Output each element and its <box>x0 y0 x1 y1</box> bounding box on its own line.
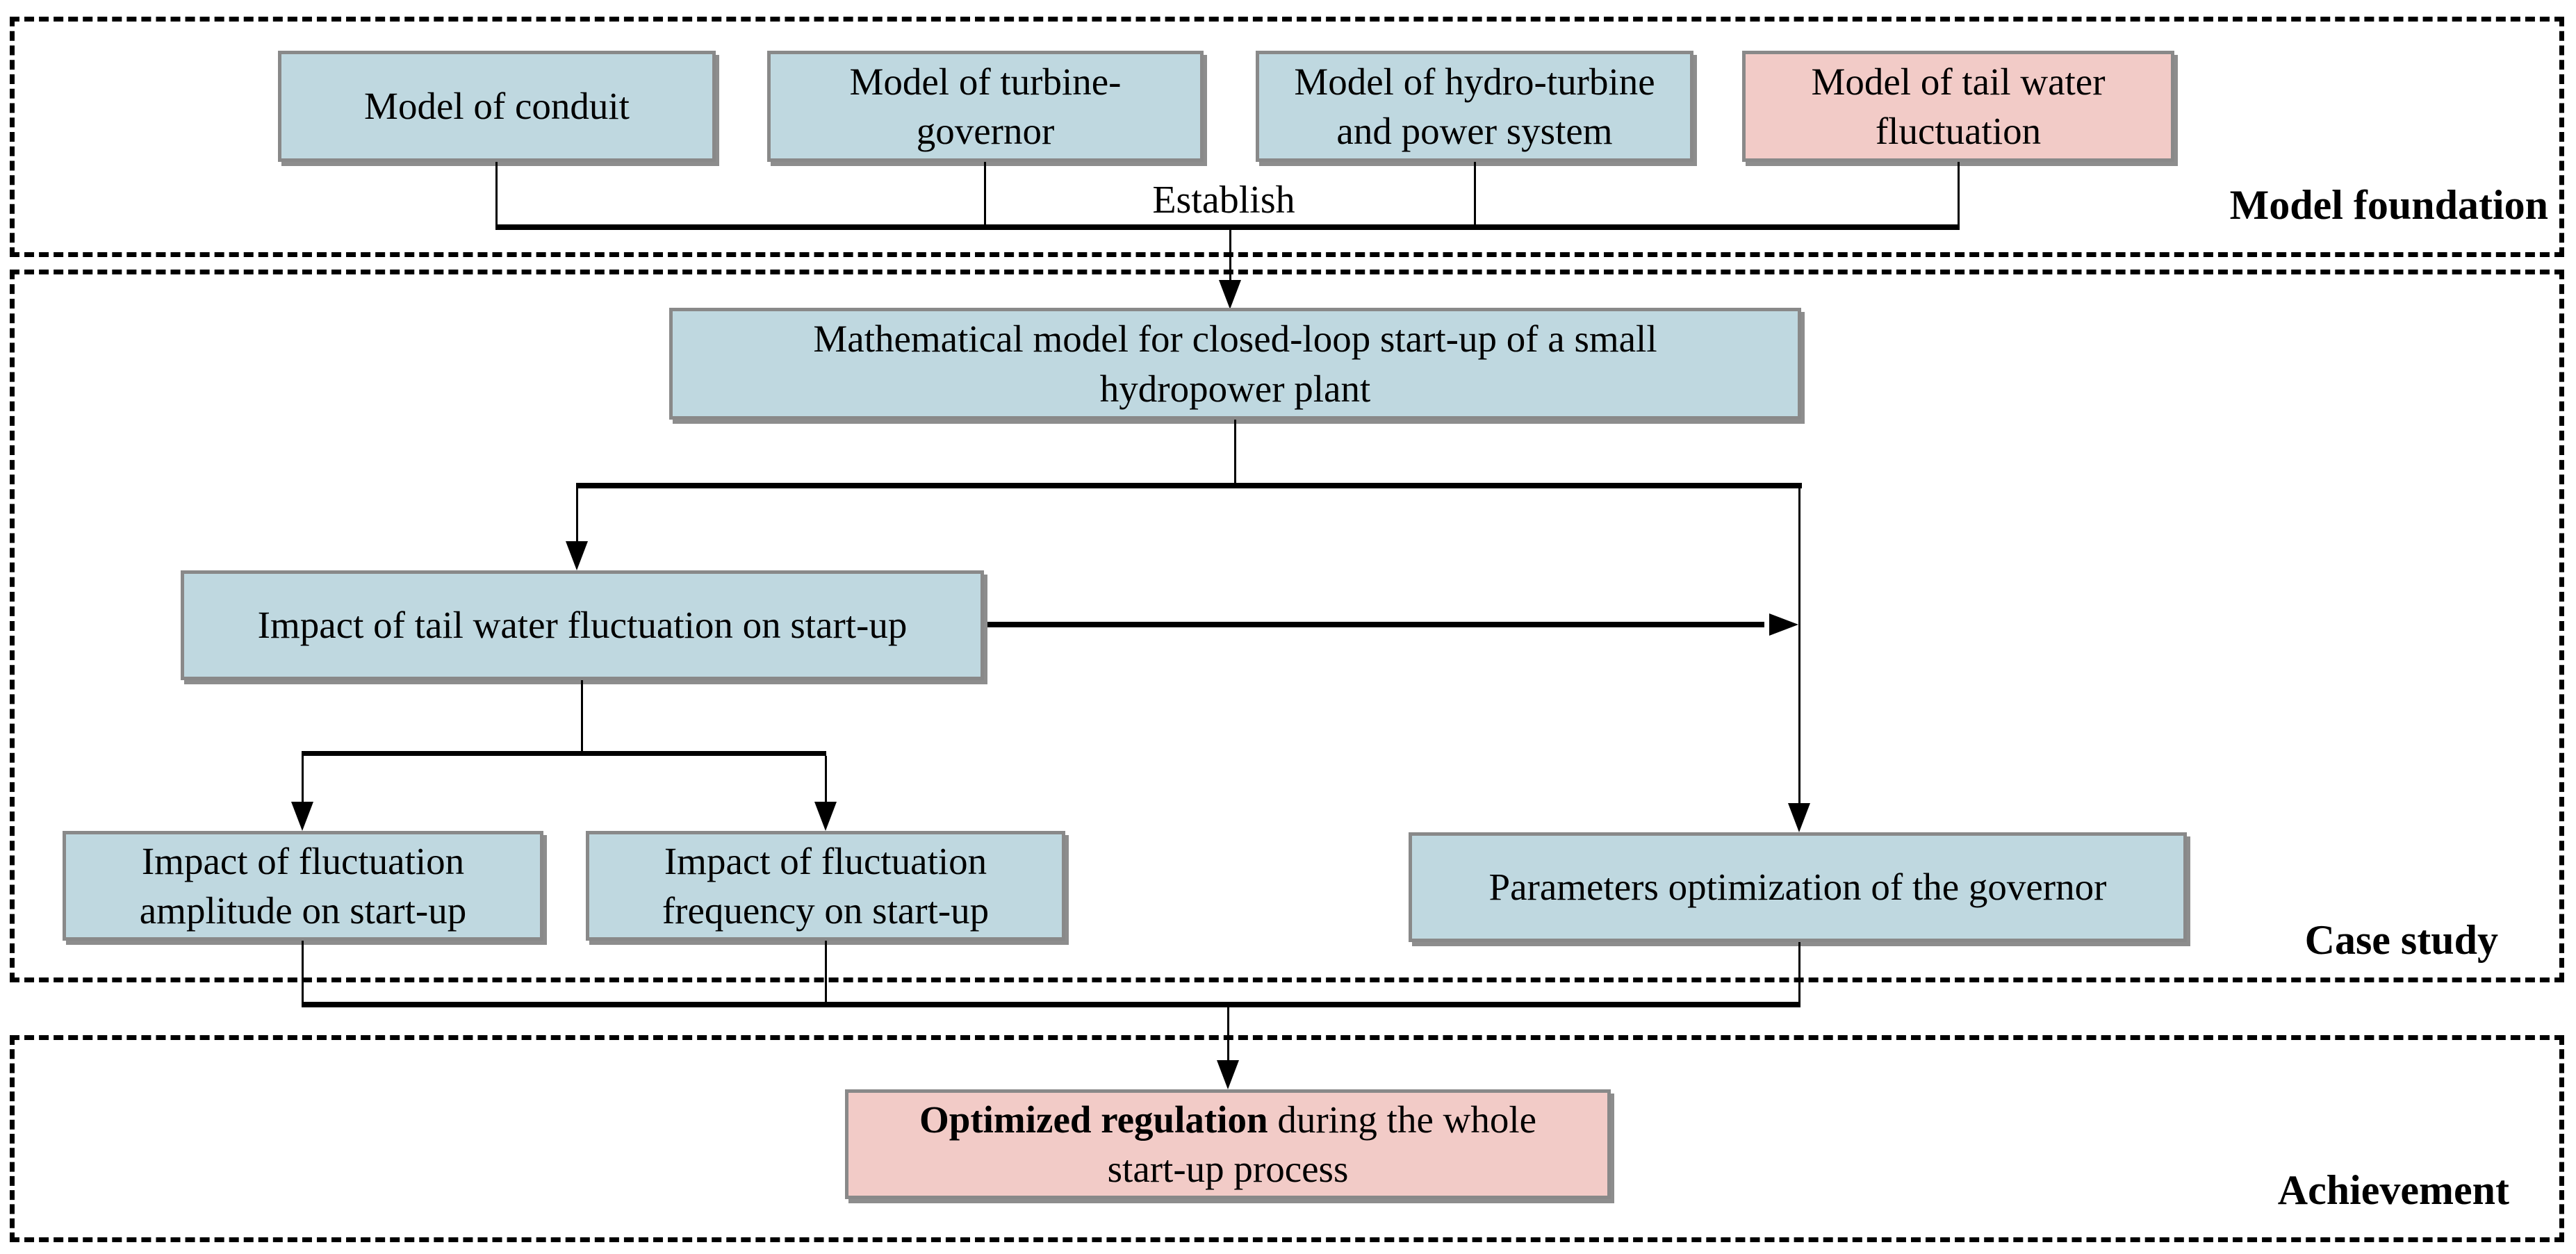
node-model-of-turbine-governor: Model of turbine- governor <box>767 51 1204 162</box>
node-label: Model of tail water fluctuation <box>1811 60 2106 153</box>
node-label: Impact of fluctuation amplitude on start… <box>139 839 467 932</box>
connector-conduit-down <box>495 162 498 225</box>
connector-split-bus <box>302 751 826 756</box>
node-label: Model of conduit <box>364 85 630 128</box>
node-optimized-regulation: Optimized regulation during the whole st… <box>845 1089 1611 1199</box>
connector-math-model-down <box>1234 420 1236 485</box>
connector-turbine-governor-down <box>984 162 986 225</box>
node-label-rest: during the whole start-up process <box>1107 1098 1537 1191</box>
connector-tail-water-down <box>1958 162 1960 225</box>
connector-establish-drop <box>1229 230 1231 281</box>
connector-convergence-bus <box>302 1002 1800 1007</box>
node-label: Model of hydro-turbine and power system <box>1294 60 1655 153</box>
node-label-bold: Optimized regulation <box>919 1098 1268 1141</box>
connector-impact-to-governor <box>987 622 1764 627</box>
node-model-of-tail-water-fluctuation: Model of tail water fluctuation <box>1742 51 2174 162</box>
node-mathematical-model: Mathematical model for closed-loop start… <box>669 308 1801 420</box>
section-achievement <box>10 1035 2564 1242</box>
edge-label-establish: Establish <box>1152 179 1295 222</box>
section-model-foundation <box>10 17 2564 257</box>
node-impact-frequency: Impact of fluctuation frequency on start… <box>586 831 1065 941</box>
connector-amplitude-out <box>302 941 304 1005</box>
node-label: Optimized regulation during the whole st… <box>919 1095 1536 1194</box>
node-impact-amplitude: Impact of fluctuation amplitude on start… <box>63 831 543 941</box>
node-label: Mathematical model for closed-loop start… <box>813 317 1657 410</box>
connector-establish-bus <box>495 224 1960 230</box>
node-model-of-hydro-turbine: Model of hydro-turbine and power system <box>1256 51 1693 162</box>
connector-branch-bus <box>576 483 1802 488</box>
node-label: Parameters optimization of the governor <box>1488 866 2107 909</box>
section-case-study <box>10 270 2564 982</box>
section-label-case-study: Case study <box>2304 917 2498 963</box>
connector-frequency-out <box>825 941 827 1005</box>
connector-final-drop <box>1227 1007 1229 1060</box>
node-impact-tail-water: Impact of tail water fluctuation on star… <box>181 570 984 680</box>
section-label-model-foundation: Model foundation <box>2229 182 2548 228</box>
connector-hydro-turbine-down <box>1474 162 1476 225</box>
connector-frequency-in <box>825 756 827 802</box>
node-model-of-conduit: Model of conduit <box>278 51 716 162</box>
connector-branch-left-down <box>576 488 578 541</box>
connector-impact-tail-down <box>581 680 583 752</box>
section-label-achievement: Achievement <box>2277 1167 2509 1213</box>
connector-branch-right-down <box>1798 488 1800 803</box>
connector-amplitude-in <box>302 756 304 802</box>
node-label: Impact of fluctuation frequency on start… <box>662 839 990 932</box>
node-label: Impact of tail water fluctuation on star… <box>257 604 908 647</box>
connector-parameters-out <box>1798 942 1800 1005</box>
node-label: Model of turbine- governor <box>849 60 1122 153</box>
node-parameters-optimization: Parameters optimization of the governor <box>1409 832 2187 942</box>
